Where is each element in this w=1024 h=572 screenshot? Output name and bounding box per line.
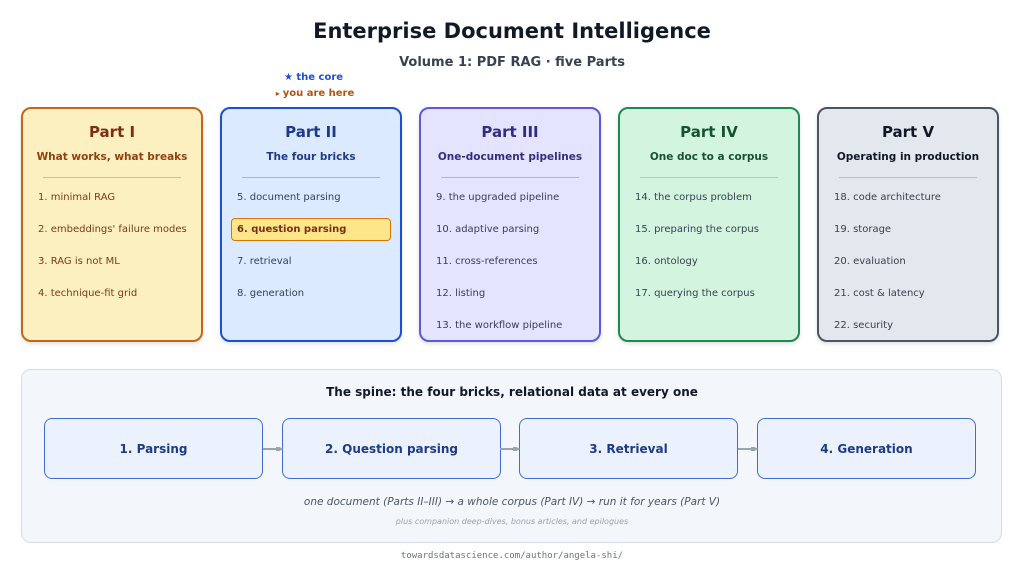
chapter-item[interactable]: 2. embeddings' failure modes [38,224,187,235]
chapter-item[interactable]: 13. the workflow pipeline [436,320,563,331]
flow-caption: one document (Parts II–III) → a whole co… [303,496,721,508]
part-name: Part IV [680,123,738,141]
part-3-card[interactable]: Part III One-document pipelines 9. the u… [419,107,601,342]
chapter-item[interactable]: 14. the corpus problem [635,192,752,203]
chapter-item[interactable]: 7. retrieval [237,256,292,267]
part-name: Part II [285,123,337,141]
part-name: Part III [481,123,539,141]
legend-you-are-here: ▸you are here [270,88,360,99]
chapter-list: 5. document parsing 6. question parsing … [231,186,391,314]
chapter-list: 14. the corpus problem 15. preparing the… [629,186,789,314]
footer-url[interactable]: towardsdatascience.com/author/angela-shi… [400,551,624,561]
chapter-item[interactable]: 21. cost & latency [834,288,925,299]
chapter-item[interactable]: 8. generation [237,288,305,299]
spine-title: The spine: the four bricks, relational d… [326,385,698,399]
part-subtitle: The four bricks [266,151,356,163]
part-4-card[interactable]: Part IV One doc to a corpus 14. the corp… [618,107,800,342]
pointer-icon: ▸ [275,89,280,98]
brick-parsing[interactable]: 1. Parsing [44,418,263,479]
chapter-item[interactable]: 9. the upgraded pipeline [436,192,560,203]
part-subtitle: One doc to a corpus [649,151,769,163]
chapter-item-current[interactable]: 6. question parsing [231,218,391,241]
chapter-item[interactable]: 15. preparing the corpus [635,224,759,235]
chapter-item[interactable]: 5. document parsing [237,192,341,203]
chapter-item[interactable]: 17. querying the corpus [635,288,755,299]
divider [839,177,977,178]
chapter-item[interactable]: 4. technique-fit grid [38,288,138,299]
part-name: Part V [881,123,935,141]
arrow-right-icon [263,447,283,451]
page-title: Enterprise Document Intelligence [313,19,711,43]
part-name: Part I [88,123,136,141]
chapter-list: 1. minimal RAG 2. embeddings' failure mo… [32,186,192,314]
legend-core-label: ★ the core [283,72,344,83]
part-subtitle: Operating in production [836,151,980,163]
chapter-item[interactable]: 3. RAG is not ML [38,256,120,267]
chapter-item[interactable]: 10. adaptive parsing [436,224,540,235]
divider [43,177,181,178]
page-subtitle: Volume 1: PDF RAG · five Parts [399,55,625,70]
divider [242,177,380,178]
divider [441,177,579,178]
arrow-right-icon [738,447,758,451]
brick-question-parsing[interactable]: 2. Question parsing [282,418,501,479]
chapter-list: 9. the upgraded pipeline 10. adaptive pa… [430,186,590,346]
divider [640,177,778,178]
part-1-card[interactable]: Part I What works, what breaks 1. minima… [21,107,203,342]
brick-retrieval[interactable]: 3. Retrieval [519,418,738,479]
chapter-item[interactable]: 22. security [834,320,894,331]
chapter-list: 18. code architecture 19. storage 20. ev… [828,186,988,346]
part-5-card[interactable]: Part V Operating in production 18. code … [817,107,999,342]
part-subtitle: One-document pipelines [437,151,583,163]
chapter-item[interactable]: 11. cross-references [436,256,538,267]
chapter-item[interactable]: 18. code architecture [834,192,941,203]
extras-caption: plus companion deep-dives, bonus article… [395,517,629,526]
arrow-right-icon [500,447,520,451]
chapter-item[interactable]: 16. ontology [635,256,698,267]
you-are-here-label: you are here [282,88,355,99]
chapter-item[interactable]: 19. storage [834,224,892,235]
brick-generation[interactable]: 4. Generation [757,418,976,479]
chapter-item[interactable]: 20. evaluation [834,256,906,267]
chapter-item[interactable]: 12. listing [436,288,486,299]
chapter-item[interactable]: 1. minimal RAG [38,192,116,203]
part-subtitle: What works, what breaks [36,151,188,163]
part-2-card[interactable]: Part II The four bricks 5. document pars… [220,107,402,342]
